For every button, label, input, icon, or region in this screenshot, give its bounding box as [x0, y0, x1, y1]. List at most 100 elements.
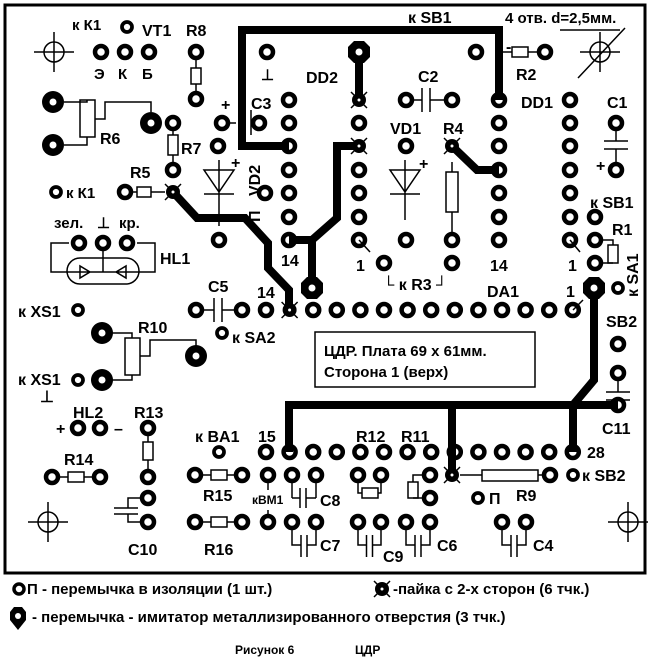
label: +: [56, 421, 65, 438]
pad: [140, 43, 158, 61]
label: -: [506, 39, 511, 56]
pad: [164, 161, 182, 179]
label: R6: [100, 131, 121, 148]
pad: [517, 443, 534, 461]
label: DA1: [487, 284, 519, 301]
pad: [256, 184, 274, 202]
pad: [443, 91, 461, 109]
jumper-pad-icon: [12, 582, 26, 596]
pad: [280, 161, 298, 179]
pad: [470, 443, 487, 461]
pad: [536, 43, 554, 61]
legend-solder: -пайка с 2-х сторон (6 тчк.): [393, 581, 589, 598]
pad: [586, 254, 604, 272]
pad: [399, 301, 416, 319]
pad: [490, 208, 508, 226]
label: 15: [258, 429, 276, 446]
pad: [561, 184, 579, 202]
resistor-icon: [190, 67, 202, 85]
pad: [233, 513, 251, 531]
label: R11: [401, 429, 430, 446]
pad: [586, 208, 604, 226]
label: VD1: [390, 121, 421, 138]
label: ⊥: [261, 67, 274, 84]
pad: [422, 301, 440, 319]
pad: [187, 90, 205, 108]
label: C7: [320, 538, 341, 555]
pad: [443, 254, 461, 272]
label: VT1: [142, 23, 171, 40]
label: 14: [281, 253, 299, 270]
diode-icon: [388, 160, 422, 220]
via-pad-icon: [10, 607, 26, 630]
pad: [280, 184, 298, 202]
pad: [280, 208, 298, 226]
pad: [352, 301, 369, 319]
pad: [493, 513, 511, 531]
pad: [561, 161, 579, 179]
pad: [283, 466, 301, 484]
pad: [139, 419, 157, 437]
pad: [397, 137, 415, 155]
pad: [470, 301, 487, 319]
pad: [561, 231, 579, 249]
label: C5: [208, 279, 229, 296]
label: C8: [320, 493, 341, 510]
pad: [120, 20, 134, 34]
pad: [304, 443, 322, 461]
pad: [493, 443, 511, 461]
pad: [517, 301, 534, 319]
label: П: [489, 491, 501, 508]
label: ⊥: [40, 389, 54, 406]
label: R16: [204, 542, 233, 559]
pad: [210, 231, 228, 249]
label: кр.: [119, 215, 140, 232]
pad: [43, 468, 61, 486]
label: DD2: [306, 70, 338, 87]
label: ⊥: [97, 215, 110, 232]
label: кВМ1: [252, 493, 284, 507]
label: C2: [418, 69, 439, 86]
diode-icon: [202, 160, 236, 226]
legend: П - перемычка в изоляции (1 шт.) -пайка …: [10, 580, 589, 657]
trace-c11: [285, 401, 618, 452]
trace-bus: [569, 288, 598, 408]
pad: [213, 114, 231, 132]
pad: [540, 443, 558, 461]
pad: [609, 335, 627, 353]
pad: [607, 161, 625, 179]
label: R4: [443, 121, 464, 138]
label: Э: [94, 66, 105, 83]
pad: [490, 161, 508, 179]
pad: [71, 373, 85, 387]
label: Б: [142, 66, 153, 83]
pad: [467, 43, 485, 61]
label: R5: [130, 165, 151, 182]
pad: [350, 114, 368, 132]
pad: [91, 468, 109, 486]
label: C9: [383, 549, 404, 566]
label: R1: [612, 222, 633, 239]
pad: [349, 466, 367, 484]
label: к SB1: [408, 10, 452, 27]
label: +: [231, 155, 240, 172]
trace-r5: [170, 189, 293, 310]
trace-ksb1: [238, 26, 503, 150]
pad: [399, 443, 416, 461]
label: R10: [138, 320, 167, 337]
label: HL1: [160, 251, 190, 268]
pad: [164, 114, 182, 132]
pad: [446, 301, 464, 319]
pad: [258, 43, 276, 61]
label: к SB2: [582, 468, 626, 485]
pad: [421, 513, 439, 531]
label: к XS1: [18, 304, 61, 321]
pad: [375, 443, 393, 461]
figure-name: ЦДР: [355, 643, 380, 657]
pad: [490, 114, 508, 132]
label: HL2: [73, 405, 103, 422]
solder-both-sides-icon: [373, 580, 391, 598]
pad: [280, 114, 298, 132]
label: П: [247, 211, 264, 223]
label: +: [419, 156, 428, 173]
